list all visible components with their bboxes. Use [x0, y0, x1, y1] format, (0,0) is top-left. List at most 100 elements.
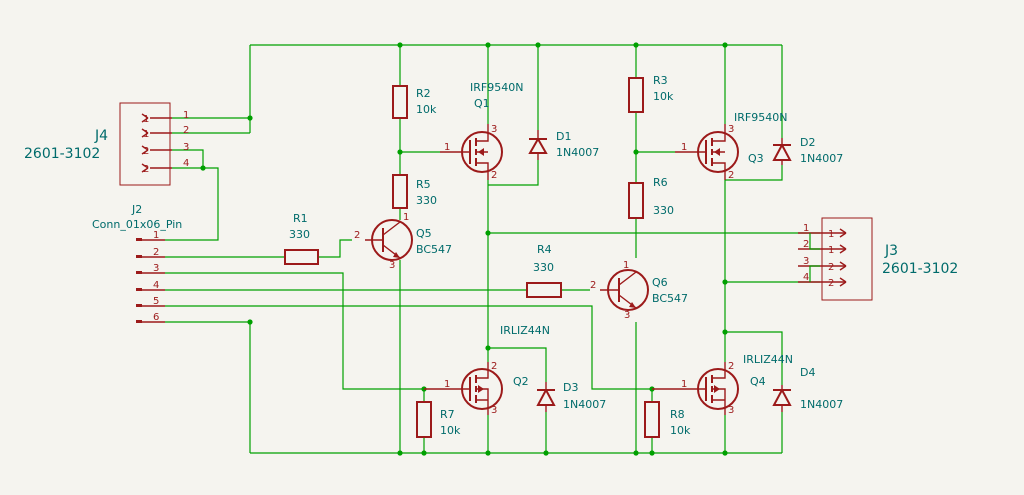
r5-ref: R5 — [416, 178, 431, 191]
r1-value: 330 — [289, 228, 310, 241]
j4-inner-2: 1 — [143, 129, 149, 140]
q4-pin-1: 1 — [681, 379, 687, 390]
j3-pin-3: 3 — [803, 256, 809, 267]
r5-value: 330 — [416, 194, 437, 207]
j2-pin-4: 4 — [153, 280, 159, 291]
r2-value: 10k — [416, 103, 437, 116]
j3-value: 2601-3102 — [882, 261, 958, 277]
q1-pin-1: 1 — [444, 142, 450, 153]
resistor-r4[interactable]: R4 330 — [526, 243, 562, 298]
j2-pin-3: 3 — [153, 263, 159, 274]
connector-j4[interactable]: 1 1 2 2 1 2 3 4 J4 2601-3102 — [24, 102, 189, 186]
diode-d4[interactable]: D4 1N4007 — [772, 366, 843, 412]
resistor-r6[interactable]: R6 330 — [628, 176, 674, 219]
j4-inner-1: 1 — [143, 114, 149, 125]
j4-inner-4: 2 — [143, 164, 149, 175]
j2-pin-1: 1 — [153, 230, 159, 241]
q3-pin-3: 3 — [728, 124, 734, 135]
q1-pin-3: 3 — [491, 124, 497, 135]
j3-inner-2: 1 — [828, 245, 834, 256]
r3-ref: R3 — [653, 74, 668, 87]
resistor-r7[interactable]: R7 10k — [416, 401, 461, 438]
j3-inner-3: 2 — [828, 262, 834, 273]
d4-value: 1N4007 — [800, 398, 843, 411]
q1-ref: Q1 — [474, 97, 490, 110]
r3-value: 10k — [653, 90, 674, 103]
mosfet-q2[interactable]: 1 2 3 IRLIZ44N Q2 — [424, 324, 550, 416]
q6-pin-1: 1 — [623, 260, 629, 271]
r1-ref: R1 — [293, 212, 308, 225]
j3-ref: J3 — [884, 243, 898, 259]
q3-pin-1: 1 — [681, 142, 687, 153]
r6-value: 330 — [653, 204, 674, 217]
resistor-r8[interactable]: R8 10k — [644, 401, 691, 438]
mosfet-q1[interactable]: 1 3 2 IRF9540N Q1 — [440, 81, 523, 181]
resistor-r1[interactable]: R1 330 — [284, 212, 319, 265]
d3-ref: D3 — [563, 381, 578, 394]
q2-pin-3: 3 — [491, 405, 497, 416]
q6-pin-3: 3 — [624, 310, 630, 321]
j3-pin-2: 2 — [803, 239, 809, 250]
q5-ref: Q5 — [416, 227, 432, 240]
d2-value: 1N4007 — [800, 152, 843, 165]
q4-pin-3: 3 — [728, 405, 734, 416]
q5-pin-3: 3 — [389, 260, 395, 271]
r7-ref: R7 — [440, 408, 455, 421]
j4-ref: J4 — [94, 128, 108, 144]
mosfet-q4[interactable]: 1 2 3 IRLIZ44N Q4 — [652, 353, 793, 416]
q2-ref: Q2 — [513, 375, 529, 388]
q4-ref: Q4 — [750, 375, 766, 388]
j4-pin-2: 2 — [183, 125, 189, 136]
q3-pin-2: 2 — [728, 170, 734, 181]
j2-ref: J2 — [131, 203, 142, 216]
q5-pin-1: 1 — [403, 212, 409, 223]
q4-pin-2: 2 — [728, 361, 734, 372]
resistor-r3[interactable]: R3 10k — [628, 74, 674, 113]
j4-inner-3: 2 — [143, 146, 149, 157]
q3-ref: Q3 — [748, 152, 764, 165]
r8-ref: R8 — [670, 408, 685, 421]
diode-d3[interactable]: D3 1N4007 — [536, 381, 606, 412]
resistor-r5[interactable]: R5 330 — [392, 174, 437, 209]
diode-d2[interactable]: D2 1N4007 — [772, 136, 843, 165]
mosfet-q3[interactable]: 1 3 2 IRF9540N Q3 — [675, 111, 787, 181]
q4-value: IRLIZ44N — [743, 353, 793, 366]
d2-ref: D2 — [800, 136, 815, 149]
j3-inner-4: 2 — [828, 278, 834, 289]
d1-ref: D1 — [556, 130, 571, 143]
j3-inner-1: 1 — [828, 229, 834, 240]
q6-pin-2: 2 — [590, 280, 596, 291]
j3-pin-1: 1 — [803, 223, 809, 234]
q2-pin-2: 2 — [491, 361, 497, 372]
j4-value: 2601-3102 — [24, 146, 100, 162]
r2-ref: R2 — [416, 87, 431, 100]
wires — [165, 44, 820, 454]
diode-d1[interactable]: D1 1N4007 — [528, 130, 599, 160]
d4-ref: D4 — [800, 366, 815, 379]
resistor-r2[interactable]: R2 10k — [392, 85, 437, 119]
transistor-q6[interactable]: 2 1 3 Q6 BC547 — [590, 260, 688, 321]
q5-pin-2: 2 — [354, 230, 360, 241]
d1-value: 1N4007 — [556, 146, 599, 159]
r4-value: 330 — [533, 261, 554, 274]
connector-j2[interactable]: J2 Conn_01x06_Pin 1 2 3 4 5 6 — [92, 203, 182, 323]
r6-ref: R6 — [653, 176, 668, 189]
j4-pin-4: 4 — [183, 158, 189, 169]
j4-pin-3: 3 — [183, 142, 189, 153]
d3-value: 1N4007 — [563, 398, 606, 411]
j2-pin-6: 6 — [153, 312, 159, 323]
j2-value: Conn_01x06_Pin — [92, 218, 182, 231]
junctions — [200, 42, 728, 456]
q3-value: IRF9540N — [734, 111, 787, 124]
q2-value: IRLIZ44N — [500, 324, 550, 337]
q1-pin-2: 2 — [491, 170, 497, 181]
q2-pin-1: 1 — [444, 379, 450, 390]
r7-value: 10k — [440, 424, 461, 437]
j3-pin-4: 4 — [803, 272, 809, 283]
j2-pin-2: 2 — [153, 247, 159, 258]
j2-pin-5: 5 — [153, 296, 159, 307]
connector-j3[interactable]: 1 1 2 2 1 2 3 4 J3 2601-3102 — [798, 217, 958, 301]
transistor-q5[interactable]: 2 1 3 Q5 BC547 — [354, 212, 452, 271]
q1-value: IRF9540N — [470, 81, 523, 94]
